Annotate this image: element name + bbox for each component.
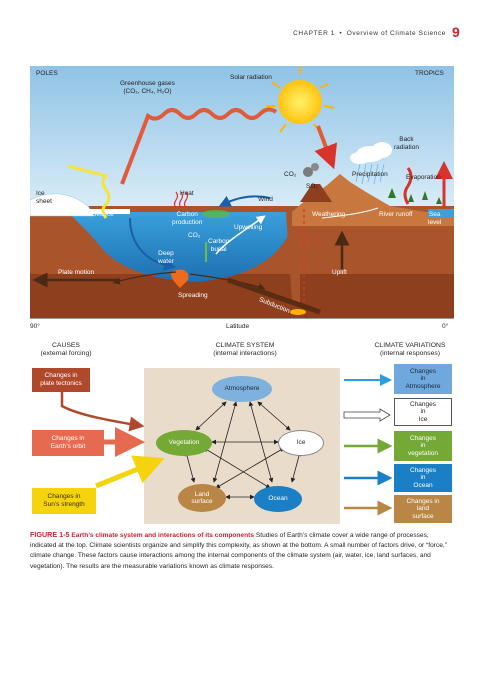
label-carbon-production: Carbon production: [172, 211, 203, 226]
chapter-number: CHAPTER 1: [293, 30, 335, 37]
weathering-line: [321, 207, 379, 219]
solar-radiation-arrow: [314, 125, 338, 170]
label-weathering: Weathering: [312, 211, 346, 218]
sea-right: [428, 209, 454, 217]
climate-scene-svg: [29, 66, 454, 318]
label-so2: SO₂: [306, 183, 318, 190]
label-carbon-burial: Carbon burial: [208, 238, 230, 253]
page-number: 9: [452, 24, 460, 40]
running-header: CHAPTER 1 • Overview of Climate Science: [0, 30, 446, 37]
label-precipitation: Precipitation: [352, 171, 388, 178]
label-spreading: Spreading: [178, 292, 208, 299]
latitude-90: 90°: [30, 323, 40, 330]
deep-water-arrow: [129, 217, 176, 271]
label-evaporation: Evaporation: [406, 174, 441, 181]
climate-system-heading: CLIMATE SYSTEM (internal interactions): [213, 342, 277, 357]
label-co2-atmosphere: CO₂: [284, 171, 297, 178]
label-back-radiation: Back radiation: [394, 136, 419, 151]
mantle: [30, 274, 454, 318]
label-sea-ice: Sea ice: [92, 211, 114, 218]
ocean-basin: [68, 212, 292, 282]
label-deep-water: Deep water: [158, 250, 174, 265]
label-tropics: TROPICS: [415, 70, 444, 77]
label-wind: Wind: [258, 196, 273, 203]
rain-cloud: [350, 142, 392, 185]
volcano: [300, 184, 332, 202]
label-poles: POLES: [36, 70, 58, 77]
label-co2-ocean: CO₂: [188, 232, 201, 239]
label-solar-radiation: Solar radiation: [230, 74, 272, 81]
label-greenhouse-gases: Greenhouse gases (CO₂, CH₄, H₂O): [120, 80, 175, 95]
back-radiation-arrow: [403, 167, 413, 205]
subduction-melt: [290, 309, 306, 315]
header-separator: •: [339, 30, 343, 37]
plankton: [202, 210, 230, 218]
reflected-radiation-arrow: [67, 164, 111, 219]
ocean-edge: [286, 212, 300, 302]
node-ocean: Ocean: [254, 486, 302, 512]
wind-arrow: [218, 195, 271, 207]
latitude-axis-line: [30, 318, 454, 319]
heat-squiggles: [173, 191, 189, 209]
label-ice-sheet: Ice sheet: [36, 190, 52, 205]
system-connectors: [60, 374, 393, 516]
label-upwelling: Upwelling: [234, 224, 263, 231]
upwelling-arrow: [215, 215, 266, 255]
chapter-title: Overview of Climate Science: [346, 30, 446, 37]
node-ice: Ice: [278, 430, 324, 456]
causes-heading: CAUSES (external forcing): [40, 342, 92, 357]
figure-caption: FIGURE 1-5 Earth’s climate system and in…: [30, 530, 450, 572]
label-sea-level: Sea level: [428, 211, 442, 226]
sun: [266, 66, 335, 133]
spreading-magma: [171, 269, 189, 288]
land-mountain: [292, 174, 454, 226]
figure-caption-body: Studies of Earth’s climate cover a wide …: [30, 532, 447, 570]
volcanic-plume: [303, 167, 313, 177]
label-river-runoff: River runoff: [379, 211, 413, 218]
label-heat: Heat: [180, 190, 194, 197]
climate-variations-heading: CLIMATE VARIATIONS (internal responses): [374, 342, 446, 357]
node-vegetation: Vegetation: [156, 430, 212, 456]
latitude-0: 0°: [442, 323, 449, 330]
figure-title: Earth’s climate system and interactions …: [71, 532, 254, 539]
node-atmosphere: Atmosphere: [212, 376, 272, 402]
sea-ice: [88, 209, 130, 214]
climate-processes-illustration: POLES TROPICS Greenhouse gases (CO₂, CH₄…: [29, 66, 454, 318]
figure-label: FIGURE 1-5: [30, 530, 70, 539]
label-plate-motion: Plate motion: [58, 269, 95, 276]
greenhouse-radiation-arrow: [120, 107, 278, 185]
subducting-slab: [227, 277, 321, 315]
label-uplift: Uplift: [332, 269, 347, 276]
sky: [30, 66, 454, 214]
trees: [388, 188, 442, 204]
latitude-label: Latitude: [226, 323, 250, 330]
